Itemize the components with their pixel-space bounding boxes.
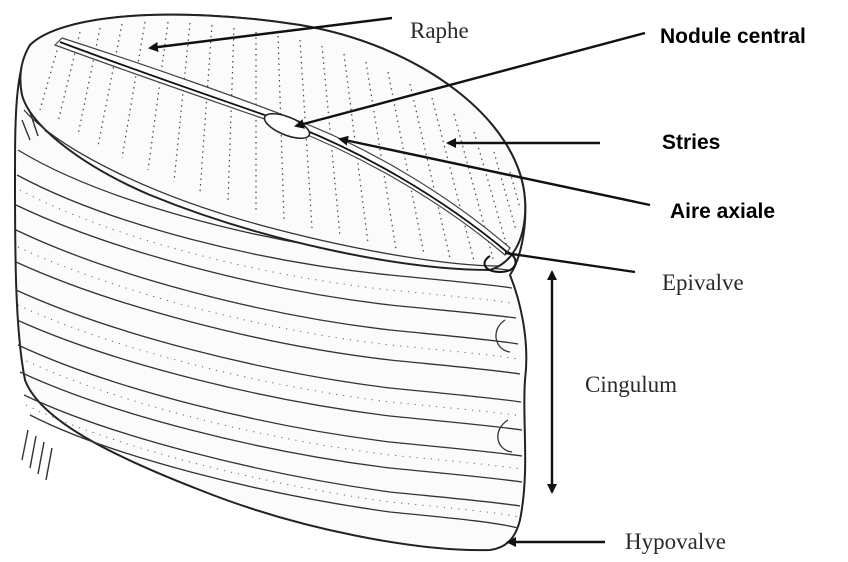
label-cingulum: Cingulum [585,372,677,397]
label-aire-axiale: Aire axiale [670,200,775,223]
epivalve-leader [505,253,635,272]
label-hypovalve: Hypovalve [625,529,726,554]
label-nodule-central: Nodule central [660,25,806,48]
label-raphe: Raphe [410,18,469,43]
label-epivalve: Epivalve [662,270,744,295]
label-stries: Stries [662,131,720,154]
